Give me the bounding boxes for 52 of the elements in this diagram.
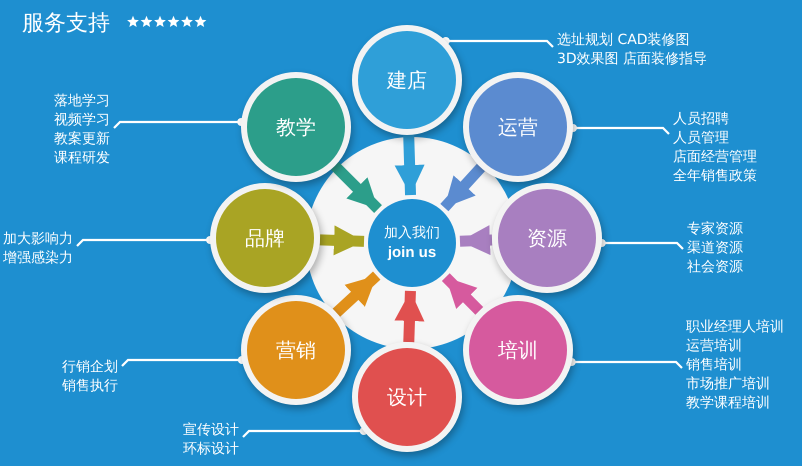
category-circle [210,183,320,293]
arrow [394,134,425,196]
service-item: 3D效果图 店面装修指导 [557,50,708,69]
category-label: 运营 [498,114,538,140]
service-item: 运营培训 [686,337,743,356]
center-label: 加入我们 [384,224,440,243]
category-circle [463,295,573,405]
category-label: 设计 [387,384,427,410]
arrow [331,162,382,213]
service-item: 加大影响力 [3,230,73,249]
service-item: 落地学习 [54,92,110,111]
service-item: 环标设计 [183,440,239,459]
service-item: 销售执行 [62,377,118,396]
arrow [460,225,492,256]
arrow [394,290,424,342]
category-label: 教学 [276,114,316,140]
leader-line [442,37,554,48]
leader-line [242,427,368,438]
service-item: 人员管理 [673,129,730,148]
service-item: 全年销售政策 [673,167,757,186]
service-item: 人员招聘 [673,110,730,129]
service-item: 市场推广培训 [686,375,771,394]
service-item: 店面经营管理 [673,148,757,167]
service-item: 渠道资源 [687,239,743,258]
service-item: 销售培训 [686,356,743,375]
arrow [440,164,485,212]
category-label: 培训 [498,336,538,364]
category-label: 营销 [276,336,316,364]
service-item: 教案更新 [54,130,110,149]
category-circle [492,183,602,293]
category-label: 品牌 [245,224,285,252]
category-label: 建店 [387,66,427,94]
service-item: 课程研发 [54,149,110,168]
service-item: 职业经理人培训 [686,318,784,337]
category-circle [352,25,462,135]
arrow [332,272,380,317]
service-item: 增强感染力 [3,249,73,268]
category-label: 资源 [527,224,567,252]
service-item: 宣传设计 [183,421,239,440]
title: 服务支持 [22,10,110,38]
category-circle [463,72,573,182]
service-item: 行销企划 [62,358,118,377]
category-circle [241,295,351,405]
category-circle [352,342,462,452]
service-item: 专家资源 [687,220,743,239]
service-item: 视频学习 [54,111,110,130]
arrow [442,273,484,315]
service-item: 选址规划 CAD装修图 [557,31,691,50]
arrow [320,225,364,256]
center-sublabel: join us [388,243,436,263]
service-item: 社会资源 [687,258,743,277]
service-item: 教学课程培训 [686,394,771,413]
